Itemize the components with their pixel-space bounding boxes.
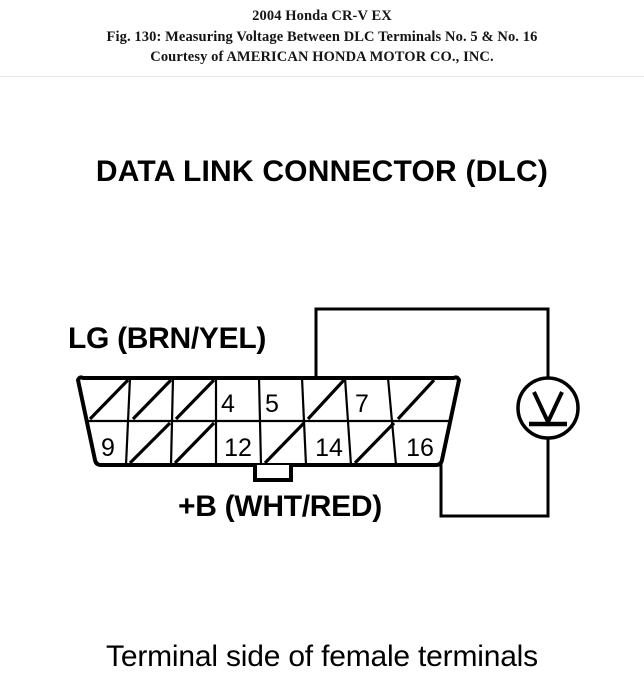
terminal-grid (88, 377, 450, 466)
pin-label-12: 12 (224, 434, 252, 462)
header-courtesy-line: Courtesy of AMERICAN HONDA MOTOR CO., IN… (150, 49, 494, 66)
wire-terminal-16-to-meter (439, 438, 550, 518)
figure-title: DATA LINK CONNECTOR (DLC) (95, 155, 549, 188)
document-header: 2004 Honda CR-V EX Fig. 130: Measuring V… (0, 0, 644, 68)
unused-terminal-slashes-top (88, 378, 436, 421)
upper-wire-label: LG (BRN/YEL) (68, 322, 266, 355)
voltmeter-symbol (516, 376, 580, 440)
connector-keying-tab (253, 465, 293, 482)
pin-label-7: 7 (355, 390, 369, 418)
dlc-schematic: LG (BRN/YEL) (0, 288, 644, 538)
pin-numbers-top-row: 4 5 7 (221, 390, 369, 418)
lower-wire-label: +B (WHT/RED) (178, 490, 382, 523)
pin-label-5: 5 (265, 390, 279, 418)
figure-caption: Terminal side of female terminals (106, 640, 538, 673)
pin-label-14: 14 (315, 434, 343, 462)
header-figure-title: Fig. 130: Measuring Voltage Between DLC … (106, 28, 538, 45)
pin-label-9: 9 (101, 434, 115, 462)
pin-label-16: 16 (406, 434, 434, 462)
header-vehicle-title: 2004 Honda CR-V EX (252, 8, 392, 24)
wire-terminal-5-to-meter (314, 307, 550, 378)
pin-numbers-bottom-row: 9 12 14 16 (101, 434, 434, 462)
unused-terminal-slashes-bottom (128, 421, 396, 465)
pin-label-4: 4 (221, 390, 235, 418)
header-divider (0, 76, 644, 77)
